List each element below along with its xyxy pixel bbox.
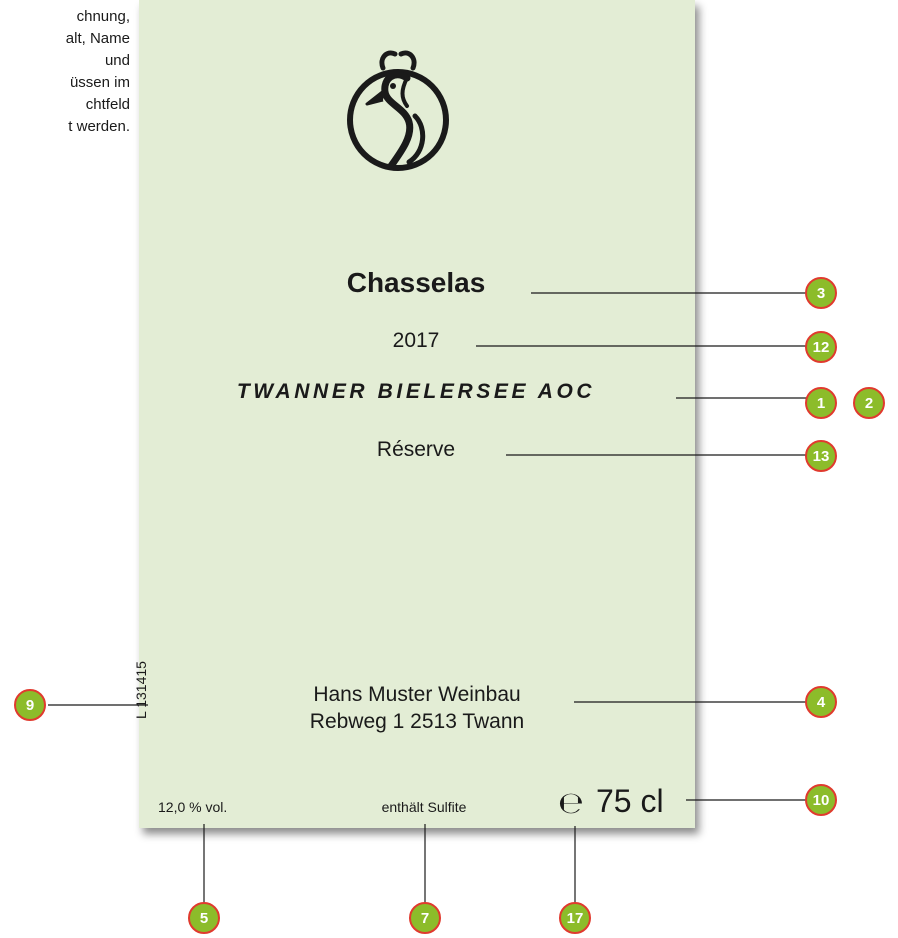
designation: Réserve	[376, 438, 456, 461]
estimated-sign-icon: ℮	[558, 786, 584, 821]
callout-12: 12	[805, 331, 837, 363]
vintage-year: 2017	[392, 329, 440, 352]
alcohol-content: 12,0 % vol.	[158, 799, 228, 815]
producer-name: Hans Muster Weinbau	[313, 683, 521, 706]
callout-10: 10	[805, 784, 837, 816]
intro-text: chnung, alt, Name und üssen im chtfeld t…	[0, 6, 130, 138]
callout-17: 17	[559, 902, 591, 934]
appellation: TWANNER BIELERSEE AOC	[236, 380, 596, 403]
callout-3: 3	[805, 277, 837, 309]
wine-label	[139, 0, 695, 828]
callout-4: 4	[805, 686, 837, 718]
intro-line: chtfeld	[85, 96, 130, 113]
callout-2: 2	[853, 387, 885, 419]
callout-1: 1	[805, 387, 837, 419]
callout-7: 7	[409, 902, 441, 934]
intro-line: t werden.	[68, 118, 130, 135]
variety-name: Chasselas	[346, 267, 486, 298]
producer-address: Rebweg 1 2513 Twann	[309, 710, 525, 733]
intro-line: und	[104, 52, 130, 69]
intro-line: chnung,	[76, 8, 130, 25]
intro-line: üssen im	[69, 74, 130, 91]
callout-9: 9	[14, 689, 46, 721]
intro-line: alt, Name	[65, 30, 130, 47]
volume: 75 cl	[596, 783, 664, 819]
swan-logo-icon	[347, 50, 449, 171]
sulfites-notice: enthält Sulfite	[381, 799, 467, 815]
callout-5: 5	[188, 902, 220, 934]
callout-13: 13	[805, 440, 837, 472]
